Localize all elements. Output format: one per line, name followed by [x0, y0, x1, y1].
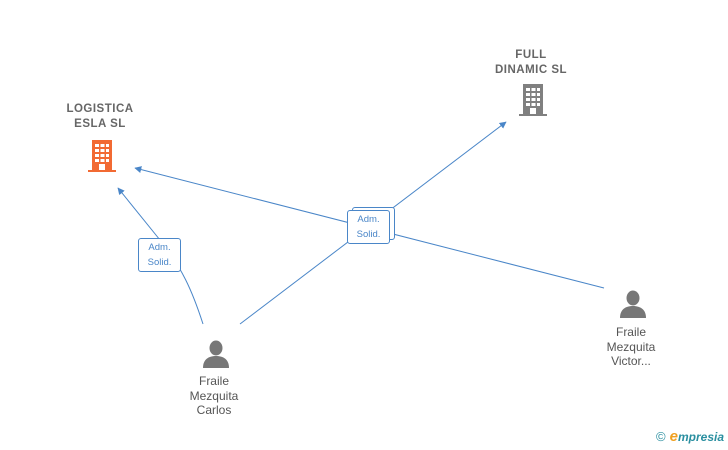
copyright-symbol: ©: [656, 429, 666, 444]
brand-footer: © empresia: [656, 428, 724, 445]
edge-badge-adm-solid[interactable]: Adm. Solid.: [347, 210, 390, 244]
person-icon[interactable]: [618, 289, 648, 319]
building-icon[interactable]: [86, 138, 118, 174]
building-icon[interactable]: [517, 82, 549, 118]
person-label-carlos[interactable]: Fraile Mezquita Carlos: [189, 374, 239, 417]
company-label-logistica[interactable]: LOGISTICA ESLA SL: [66, 103, 134, 130]
person-label-victor[interactable]: Fraile Mezquita Victor...: [606, 325, 656, 368]
person-icon[interactable]: [201, 339, 231, 369]
empresia-logo[interactable]: empresia: [669, 428, 724, 445]
company-label-full-dinamic[interactable]: FULL DINAMIC SL: [494, 49, 568, 76]
edge-badge-adm-solid[interactable]: Adm. Solid.: [138, 238, 181, 272]
